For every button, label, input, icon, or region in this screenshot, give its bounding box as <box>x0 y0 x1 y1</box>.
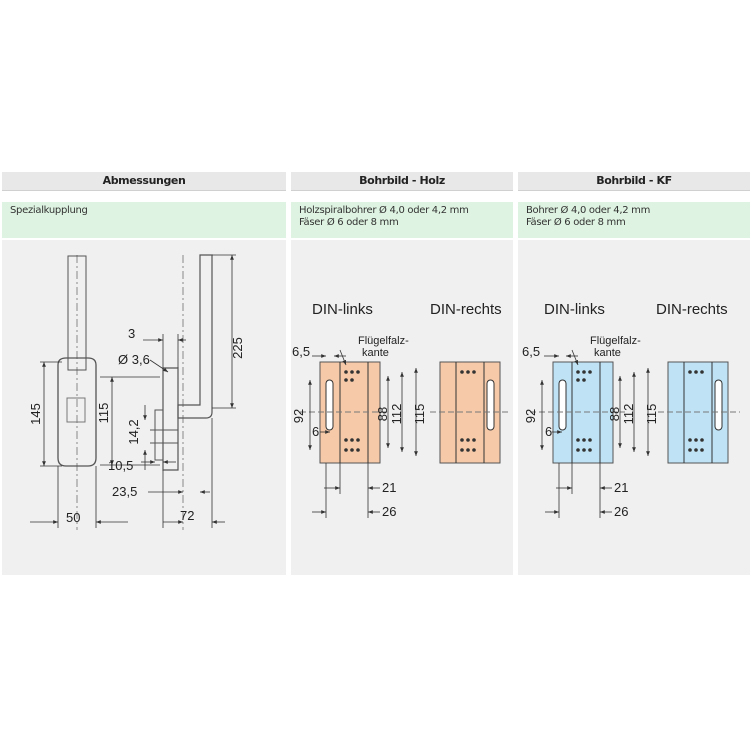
header-bohrbild-kf: Bohrbild - KF <box>518 172 750 191</box>
holz-dim-88: 88 <box>375 407 390 421</box>
dim-115: 115 <box>96 403 111 424</box>
dim-225: 225 <box>230 337 245 359</box>
holz-dim-26: 26 <box>382 504 396 519</box>
dim-3: 3 <box>128 326 135 341</box>
subheader-holz: Holzspiralbohrer Ø 4,0 oder 4,2 mm Fäser… <box>291 202 513 238</box>
subheader-kf: Bohrer Ø 4,0 oder 4,2 mm Fäser Ø 6 oder … <box>518 202 750 238</box>
dim-14-2: 14,2 <box>126 419 141 444</box>
holz-dim-6: 6 <box>312 424 319 439</box>
holz-din-links-label: DIN-links <box>312 301 373 318</box>
holz-dim-21: 21 <box>382 480 396 495</box>
kf-dim-88: 88 <box>607 407 622 421</box>
kf-din-rechts-label: DIN-rechts <box>656 301 728 318</box>
sub-line: Bohrer Ø 4,0 oder 4,2 mm <box>526 205 651 216</box>
holz-fluegelfalz-label-1: Flügelfalz- <box>358 335 409 347</box>
kf-dim-21: 21 <box>614 480 628 495</box>
handle-dimension-labels: 3 Ø 3,6 225 145 115 14,2 10,5 23,5 50 72 <box>28 326 245 525</box>
kf-dim-6: 6 <box>545 424 552 439</box>
handle-drawing <box>57 254 213 530</box>
sub-line: Holzspiralbohrer Ø 4,0 oder 4,2 mm <box>299 205 469 216</box>
kf-fluegelfalz-label-2: kante <box>594 347 621 359</box>
holz-fluegelfalz-label-2: kante <box>362 347 389 359</box>
dim-72: 72 <box>180 508 194 523</box>
sub-line: Fäser Ø 6 oder 8 mm <box>299 217 399 228</box>
kf-dim-26: 26 <box>614 504 628 519</box>
kf-din-links-label: DIN-links <box>544 301 605 318</box>
header-bohrbild-holz: Bohrbild - Holz <box>291 172 513 191</box>
dim-10-5: 10,5 <box>108 458 133 473</box>
sub-line: Fäser Ø 6 oder 8 mm <box>526 217 626 228</box>
kf-fluegelfalz-label-1: Flügelfalz- <box>590 335 641 347</box>
kf-dim-92: 92 <box>523 409 538 423</box>
holz-din-rechts-label: DIN-rechts <box>430 301 502 318</box>
kf-drawing: DIN-links DIN-rechts Flügelfalz- kante 6… <box>522 301 740 519</box>
holz-dim-92: 92 <box>291 409 306 423</box>
kf-dim-6-5: 6,5 <box>522 344 540 359</box>
subheader-abmessungen: Spezialkupplung <box>2 202 286 238</box>
dim-diameter-3-6: Ø 3,6 <box>118 352 150 367</box>
holz-drawing: DIN-links DIN-rechts Flügelfalz- kante 6… <box>291 301 510 519</box>
holz-dim-115: 115 <box>412 404 427 425</box>
kf-dim-115: 115 <box>644 404 659 425</box>
dim-50: 50 <box>66 510 80 525</box>
header-abmessungen: Abmessungen <box>2 172 286 191</box>
handle-dimension-lines <box>30 254 236 528</box>
kf-dim-112: 112 <box>621 404 636 425</box>
sub-line: Spezialkupplung <box>10 205 88 216</box>
dim-23-5: 23,5 <box>112 484 137 499</box>
panel-abmessungen <box>2 240 286 575</box>
holz-dim-6-5: 6,5 <box>292 344 310 359</box>
dim-145: 145 <box>28 403 43 425</box>
holz-dim-112: 112 <box>389 404 404 425</box>
